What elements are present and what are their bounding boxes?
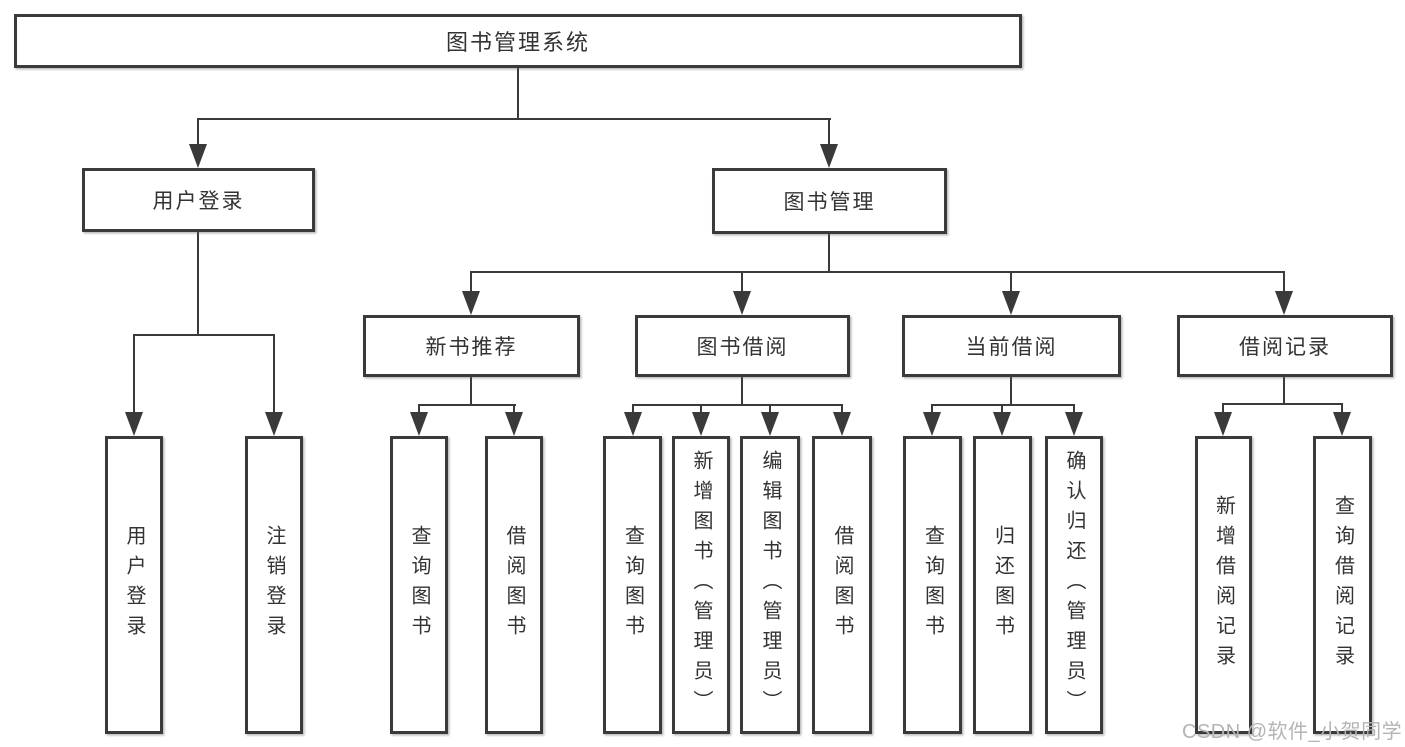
connector-branch (418, 404, 516, 406)
leaf-label: 借阅图书 (831, 525, 853, 645)
leaf-user-login: 用户登录 (105, 436, 163, 734)
arrowhead-down (410, 412, 428, 436)
leaf-borrow-books-recommend: 借阅图书 (485, 436, 543, 734)
connector-drop-leaf (700, 404, 702, 414)
connector-book-management-stem (828, 234, 830, 272)
connector-drop-leaf (133, 334, 135, 414)
node-borrowing-records: 借阅记录 (1177, 315, 1393, 377)
connector-drop-leaf (769, 404, 771, 414)
connector-drop-leaf (1001, 404, 1003, 414)
leaf-label: 借阅图书 (503, 525, 525, 645)
arrowhead-down (761, 412, 779, 436)
node-library-management-system: 图书管理系统 (14, 14, 1022, 68)
connector-stem (1010, 377, 1012, 405)
connector-branch (1222, 403, 1343, 405)
leaf-label: 用户登录 (123, 525, 145, 645)
connector-drop-leaf (273, 334, 275, 414)
node-label: 新书推荐 (425, 336, 518, 359)
leaf-label: 查询图书 (621, 525, 644, 645)
node-label: 借阅记录 (1239, 336, 1331, 359)
arrowhead-down (833, 412, 851, 436)
leaf-borrow-books-borrow: 借阅图书 (812, 436, 872, 734)
connector-drop-leaf (1073, 404, 1075, 414)
arrowhead-down (1333, 412, 1351, 436)
leaf-label: 查询图书 (408, 525, 430, 645)
leaf-label: 编辑图书（管理员） (759, 450, 781, 720)
node-user-login: 用户登录 (82, 168, 315, 232)
arrowhead-down (1214, 412, 1232, 436)
connector-drop-leaf (418, 404, 420, 414)
node-label: 图书借阅 (696, 336, 789, 359)
connector-drop-leaf (632, 404, 634, 414)
leaf-query-books-borrow: 查询图书 (603, 436, 662, 734)
arrowhead-down (733, 291, 751, 315)
connector-stem (1283, 377, 1285, 404)
arrowhead-down (265, 412, 283, 436)
node-current-borrowing: 当前借阅 (902, 315, 1121, 377)
connector-drop-leaf (1222, 403, 1224, 414)
connector-root-stem (517, 68, 519, 120)
leaf-logout: 注销登录 (245, 436, 303, 734)
node-label: 用户登录 (152, 190, 245, 213)
connector-drop-leaf (513, 404, 515, 414)
watermark: CSDN @软件_小贺同学 (1182, 721, 1403, 743)
connector-drop-book-management (828, 118, 830, 146)
leaf-confirm-return-admin: 确认归还（管理员） (1045, 436, 1103, 734)
leaf-return-books: 归还图书 (973, 436, 1032, 734)
node-label: 图书管理系统 (445, 30, 590, 55)
leaf-label: 注销登录 (263, 525, 285, 645)
connector-stem (741, 377, 743, 405)
arrowhead-down (462, 291, 480, 315)
arrowhead-down (505, 412, 523, 436)
arrowhead-down (624, 412, 642, 436)
connector-drop-level3 (470, 271, 472, 293)
leaf-query-books-current: 查询图书 (903, 436, 962, 734)
arrowhead-down (189, 144, 207, 168)
connector-branch-user-login (133, 334, 275, 336)
connector-drop-leaf (931, 404, 933, 414)
node-label: 当前借阅 (965, 336, 1058, 359)
arrowhead-down (692, 412, 710, 436)
connector-drop-level3 (741, 271, 743, 293)
connector-drop-level3 (1010, 271, 1012, 293)
node-label: 图书管理 (783, 191, 876, 214)
node-book-management: 图书管理 (712, 168, 947, 234)
arrowhead-down (1065, 412, 1083, 436)
leaf-label: 查询图书 (921, 525, 944, 645)
connector-stem (470, 377, 472, 405)
connector-branch (632, 404, 843, 406)
leaf-label: 确认归还（管理员） (1063, 450, 1085, 720)
arrowhead-down (1275, 291, 1293, 315)
connector-user-login-stem (197, 232, 199, 335)
arrowhead-down (1002, 291, 1020, 315)
connector-drop-leaf (841, 404, 843, 414)
leaf-label: 新增图书（管理员） (690, 450, 712, 720)
connector-branch-level3 (470, 271, 1285, 273)
leaf-label: 新增借阅记录 (1212, 495, 1235, 675)
connector-drop-user-login (197, 118, 199, 146)
leaf-query-books-recommend: 查询图书 (390, 436, 448, 734)
leaf-label: 归还图书 (991, 525, 1014, 645)
connector-branch-level2 (197, 118, 831, 120)
arrowhead-down (923, 412, 941, 436)
arrowhead-down (125, 412, 143, 436)
leaf-query-borrow-record: 查询借阅记录 (1313, 436, 1372, 734)
leaf-edit-books-admin: 编辑图书（管理员） (740, 436, 800, 734)
leaf-add-borrow-record: 新增借阅记录 (1195, 436, 1252, 734)
arrowhead-down (993, 412, 1011, 436)
connector-drop-level3 (1283, 271, 1285, 293)
connector-drop-leaf (1341, 403, 1343, 414)
leaf-label: 查询借阅记录 (1331, 495, 1354, 675)
node-new-book-recommendation: 新书推荐 (363, 315, 580, 377)
arrowhead-down (820, 144, 838, 168)
node-book-borrowing: 图书借阅 (635, 315, 850, 377)
leaf-add-books-admin: 新增图书（管理员） (672, 436, 730, 734)
